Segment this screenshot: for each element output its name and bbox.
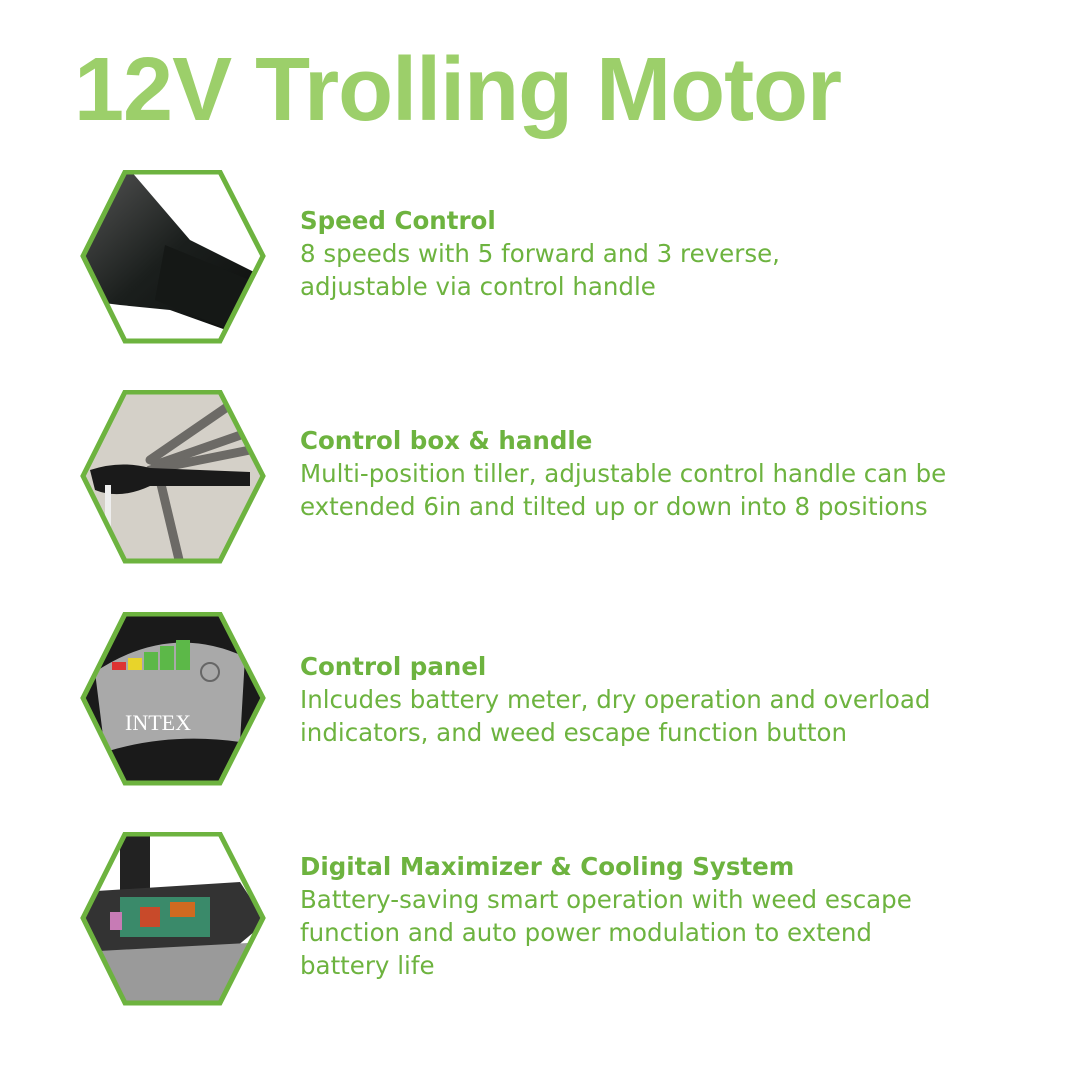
feature-heading: Control box & handle <box>300 426 593 455</box>
tiller-handle-photo <box>80 390 266 564</box>
speed-control-handle-photo <box>80 170 266 344</box>
feature-heading: Digital Maximizer & Cooling System <box>300 852 795 881</box>
feature-digital-maximizer: Digital Maximizer & Cooling System Batte… <box>0 832 1080 1007</box>
feature-control-panel: INTEX Control panel Inlcudes battery met… <box>0 612 1080 787</box>
feature-description-line: indicators, and weed escape function but… <box>300 718 848 747</box>
feature-description-line: function and auto power modulation to ex… <box>300 918 872 947</box>
page-title: 12V Trolling Motor <box>74 40 842 140</box>
feature-heading: Speed Control <box>300 206 496 235</box>
feature-description-line: battery life <box>300 951 435 980</box>
feature-control-box: Control box & handle Multi-position till… <box>0 390 1080 565</box>
feature-description-line: Battery-saving smart operation with weed… <box>300 885 912 914</box>
motor-cutaway-photo <box>80 832 266 1006</box>
feature-description-line: Inlcudes battery meter, dry operation an… <box>300 685 931 714</box>
brand-label: INTEX <box>125 710 191 735</box>
control-panel-photo: INTEX <box>80 612 266 786</box>
feature-description-line: 8 speeds with 5 forward and 3 reverse, <box>300 239 780 268</box>
feature-description-line: Multi-position tiller, adjustable contro… <box>300 459 947 488</box>
feature-description-line: extended 6in and tilted up or down into … <box>300 492 928 521</box>
feature-description-line: adjustable via control handle <box>300 272 656 301</box>
feature-speed-control: Speed Control 8 speeds with 5 forward an… <box>0 170 1080 345</box>
feature-heading: Control panel <box>300 652 487 681</box>
